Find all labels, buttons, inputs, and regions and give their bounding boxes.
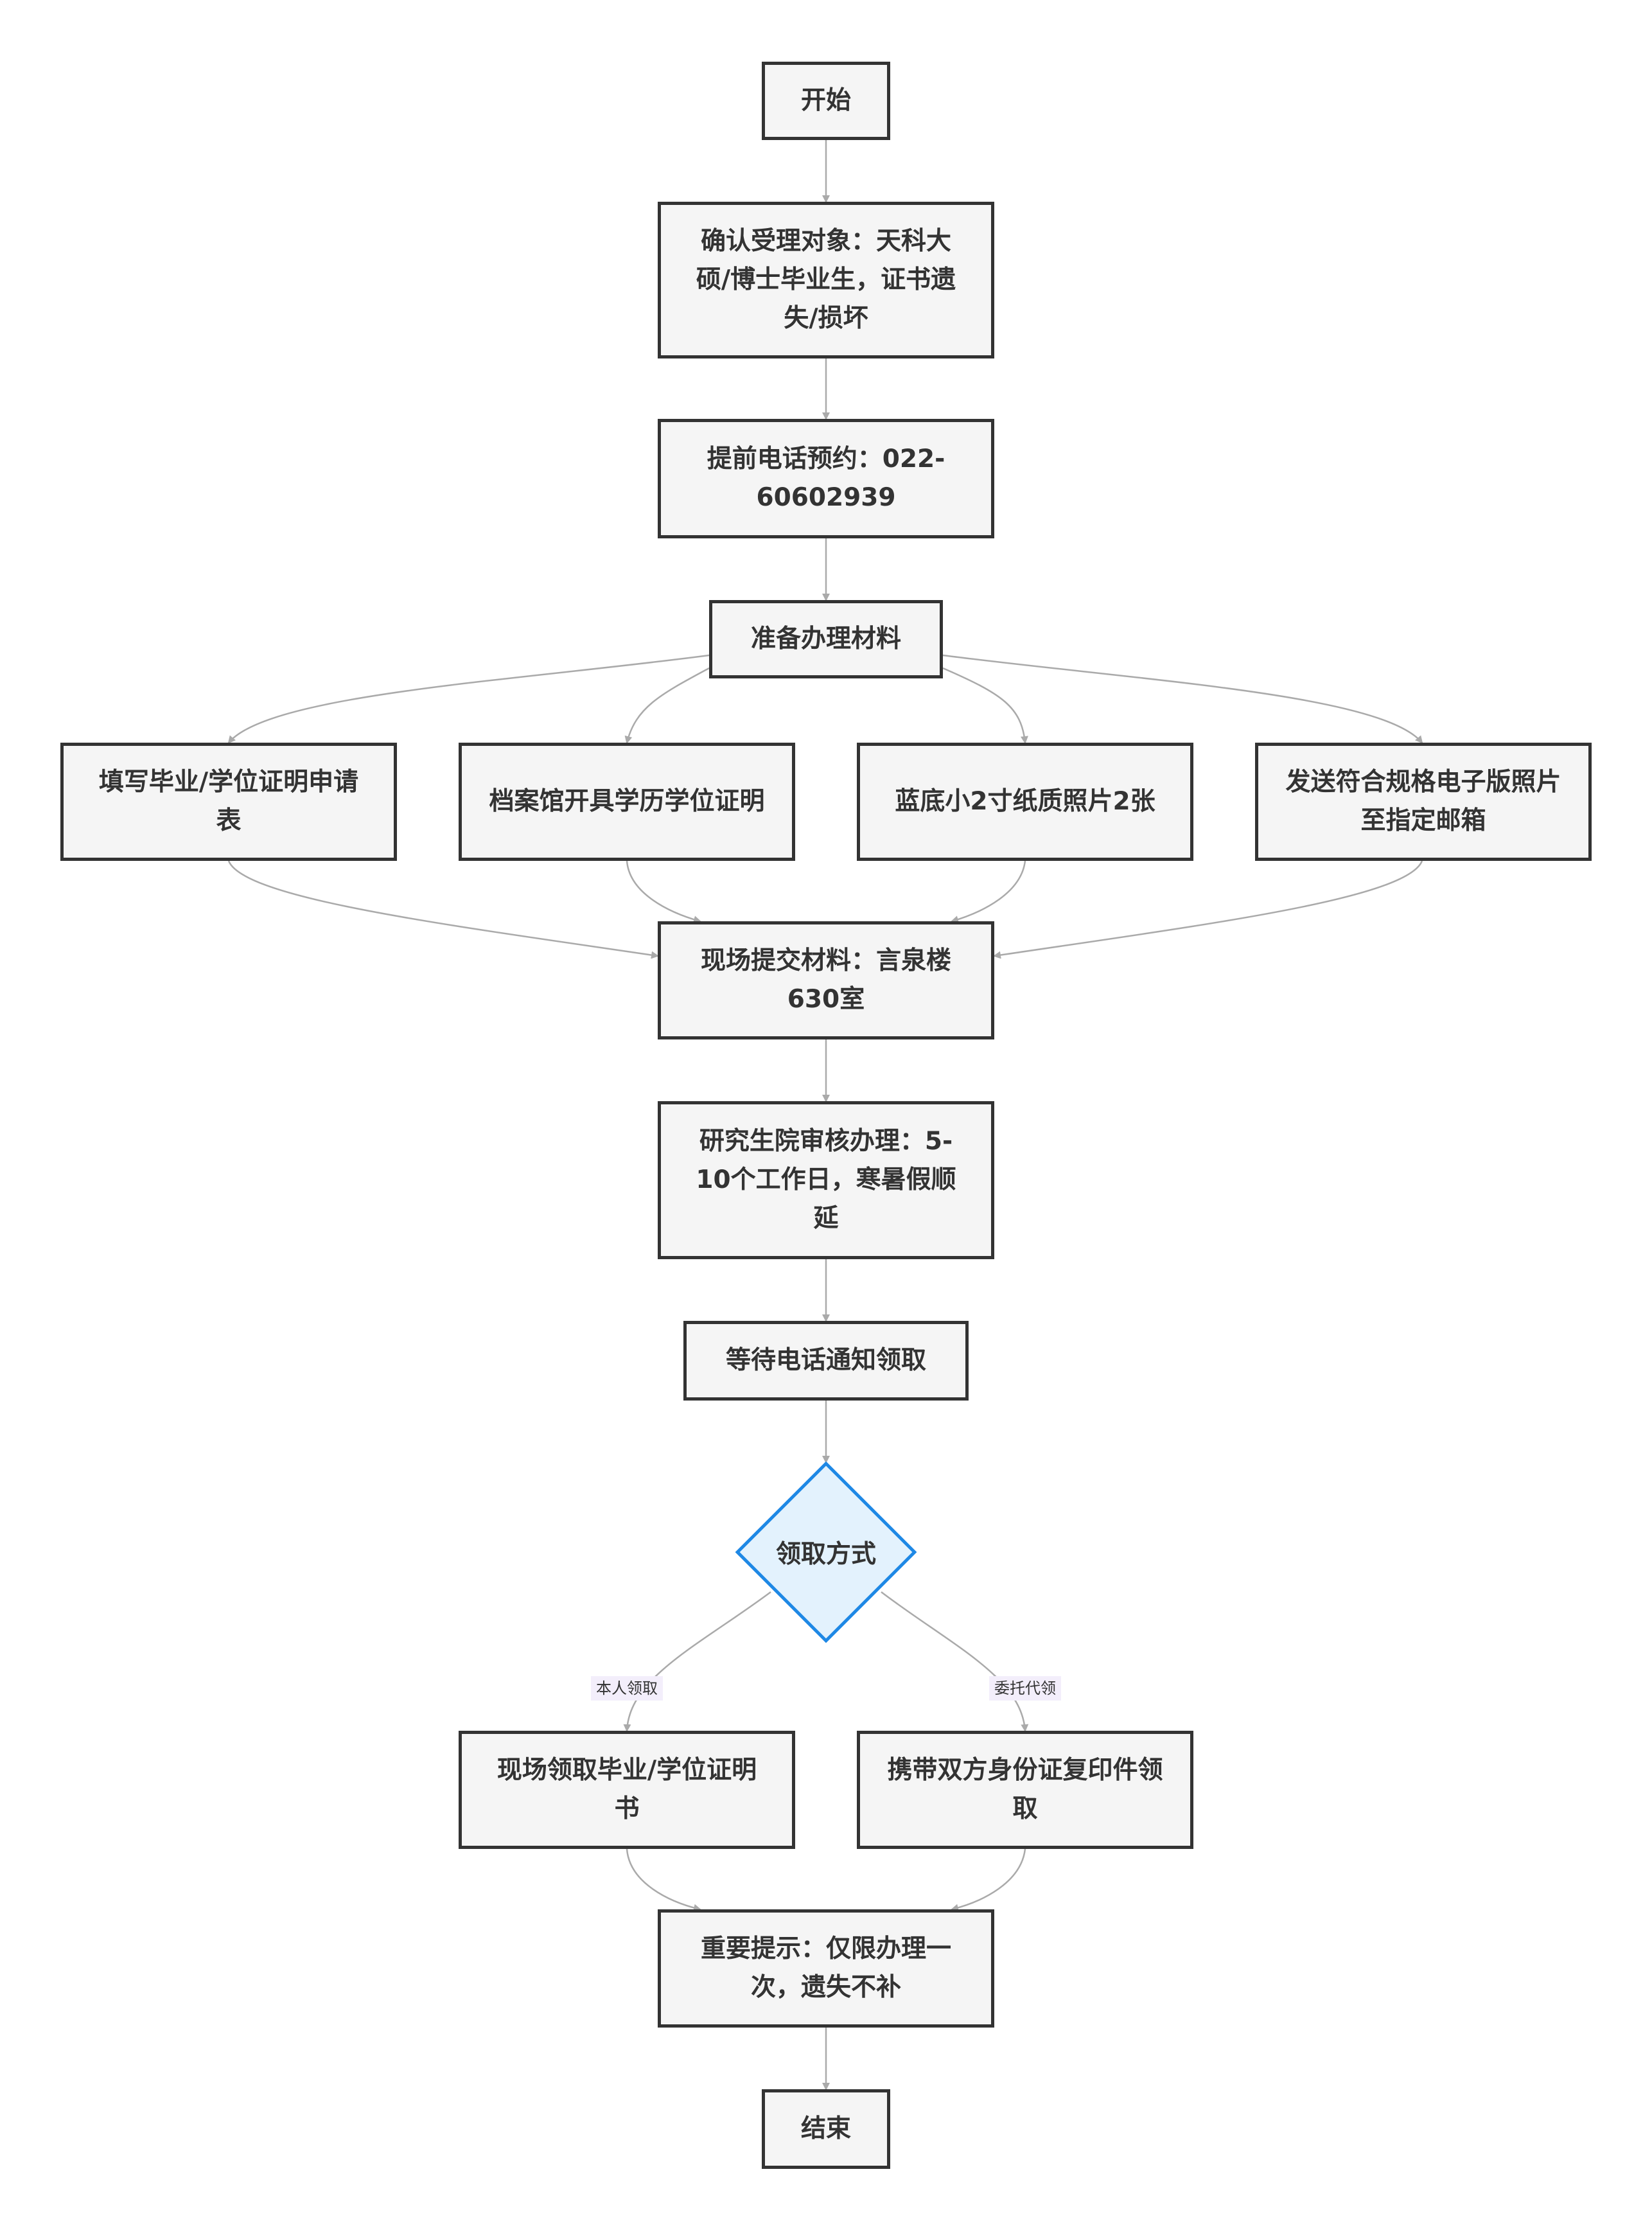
edge-decision-proxy	[881, 1591, 1029, 1732]
edge-form-submit	[227, 860, 659, 959]
prepare-materials-node: 准备办理材料	[709, 600, 943, 678]
pickup-method-label: 领取方式	[775, 1540, 876, 1569]
edge-prepare-photo	[942, 667, 1028, 744]
end-node: 结束	[762, 2089, 890, 2169]
fill-form-node: 填写毕业/学位证明申请表	[60, 743, 397, 861]
edge-prepare-email	[942, 654, 1423, 744]
start-node: 开始	[762, 62, 890, 140]
edge-label-self: 本人领取	[591, 1676, 663, 1701]
self-pickup-node: 现场领取毕业/学位证明书	[459, 1731, 795, 1849]
edge-photo-submit	[951, 860, 1026, 923]
submit-materials-node: 现场提交材料：言泉楼630室	[658, 921, 994, 1039]
confirm-target-node: 确认受理对象：天科大硕/博士毕业生，证书遗失/损坏	[658, 202, 994, 358]
important-notice-node: 重要提示：仅限办理一次，遗失不补	[658, 1909, 994, 2028]
review-node: 研究生院审核办理：5-10个工作日，寒暑假顺延	[658, 1101, 994, 1259]
edge-label-proxy: 委托代领	[989, 1676, 1061, 1701]
edge-self-notice	[626, 1848, 701, 1912]
email-photo-node: 发送符合规格电子版照片至指定邮箱	[1255, 743, 1592, 861]
edge-decision-self	[623, 1591, 771, 1732]
edge-archive-submit	[626, 860, 701, 924]
phone-booking-node: 提前电话预约：022-60602939	[658, 419, 994, 538]
edge-proxy-notice	[951, 1848, 1026, 1912]
archive-certificate-node: 档案馆开具学历学位证明	[459, 743, 795, 861]
edge-prepare-form	[227, 654, 710, 744]
edge-email-submit	[993, 860, 1423, 959]
proxy-pickup-node: 携带双方身份证复印件领取	[857, 1731, 1193, 1849]
edge-prepare-archive	[624, 667, 710, 744]
photo-node: 蓝底小2寸纸质照片2张	[857, 743, 1193, 861]
wait-notice-node: 等待电话通知领取	[683, 1321, 969, 1401]
